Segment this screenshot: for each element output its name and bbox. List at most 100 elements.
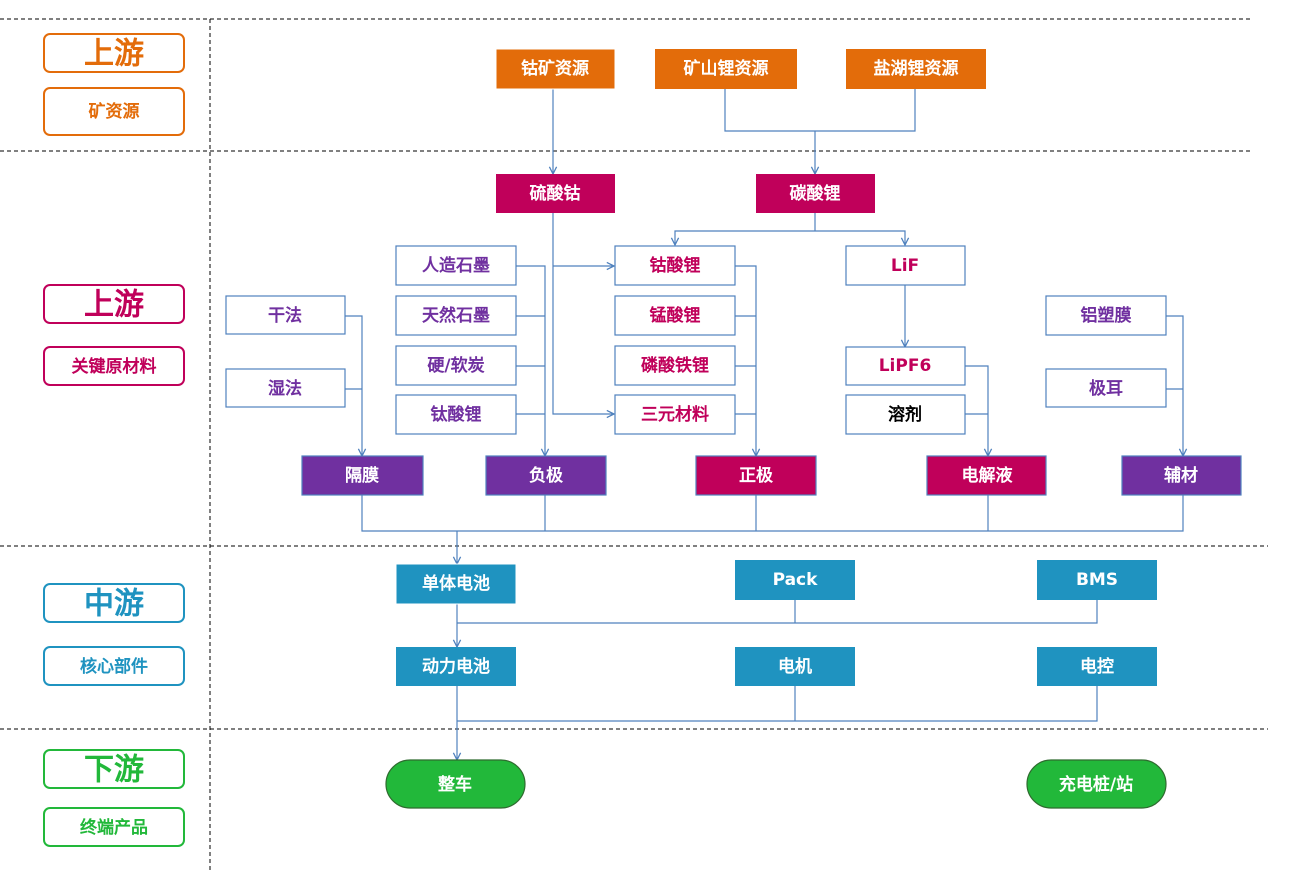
node-box [225, 368, 346, 408]
stage-subtitle-box [43, 646, 185, 686]
link-pack-bms-bus [457, 600, 1098, 624]
stage-title-box [43, 284, 185, 324]
link-lipf6-to-electrolyte [965, 365, 988, 456]
stage-subtitle-box [43, 807, 185, 847]
node-box [1037, 647, 1157, 686]
node-auxiliary: 辅材 [1121, 455, 1242, 496]
node-cobalt-sulfate: 硫酸钴 [496, 174, 615, 213]
stage-title: 上游 [84, 288, 144, 323]
mineral-nodes: 钴矿资源 矿山锂资源 盐湖锂资源 [495, 48, 986, 90]
node-lithium-carbonate: 碳酸锂 [756, 174, 875, 213]
node-box [926, 455, 1047, 496]
node-label: 负极 [529, 465, 563, 486]
node-box [1037, 560, 1157, 600]
node-label: 磷酸铁锂 [641, 355, 709, 376]
material-nodes: 硫酸钴 碳酸锂 干法 湿法 人造石墨 天然石墨 硬/软炭 [225, 174, 1242, 496]
node-lithium-titanate: 钛酸锂 [395, 394, 517, 435]
node-label: 电控 [1080, 656, 1114, 677]
link-drive-bus [457, 685, 1098, 722]
node-electronic-control: 电控 [1037, 647, 1157, 686]
node-label: 碳酸锂 [790, 183, 841, 204]
link-process-to-separator [345, 315, 362, 456]
link-sulfate-to-ternary [552, 213, 614, 414]
stage-downstream: 下游 终端产品 [43, 749, 185, 847]
node-anode: 负极 [485, 455, 607, 496]
node-box [735, 647, 855, 686]
node-label: 整车 [438, 774, 472, 795]
node-box [485, 455, 607, 496]
stage-title: 上游 [84, 37, 144, 72]
stage-title: 中游 [84, 587, 144, 622]
node-box [655, 49, 797, 89]
node-mountain-lithium: 矿山锂资源 [655, 49, 797, 89]
node-box [395, 245, 517, 286]
node-power-battery: 动力电池 [396, 647, 516, 686]
midstream-nodes: 单体电池 Pack BMS 动力电池 电机 电控 [395, 560, 1157, 686]
node-box [496, 174, 615, 213]
node-pack: Pack [735, 560, 855, 600]
node-label: 极耳 [1089, 379, 1123, 399]
link-components-bus [361, 495, 1184, 532]
node-separator: 隔膜 [301, 455, 424, 496]
node-box [1121, 455, 1242, 496]
node-box [756, 174, 875, 213]
node-label: 硬/软炭 [427, 355, 484, 376]
node-salt-lake-lithium: 盐湖锂资源 [846, 49, 986, 89]
node-label: 三元材料 [641, 404, 709, 425]
node-wet-process: 湿法 [225, 368, 346, 408]
node-box [495, 48, 616, 90]
stage-title: 下游 [84, 753, 144, 788]
node-box [1045, 368, 1167, 408]
node-label: 硫酸钴 [530, 183, 581, 204]
node-label: 隔膜 [345, 465, 379, 486]
node-label: 辅材 [1164, 465, 1198, 486]
stage-labels: 上游 矿资源 上游 关键原材料 中游 核心部件 下游 终端产品 [43, 33, 185, 847]
downstream-nodes: 整车 充电桩/站 [385, 759, 1167, 809]
node-label: 电解液 [962, 465, 1013, 486]
node-box [1045, 295, 1167, 336]
node-label: 正极 [739, 466, 773, 486]
node-motor: 电机 [735, 647, 855, 686]
node-label: 钴矿资源 [521, 58, 589, 79]
separators [0, 18, 1268, 871]
node-label: 钛酸锂 [431, 404, 482, 425]
node-solvent: 溶剂 [845, 394, 966, 435]
node-hard-soft-carbon: 硬/软炭 [395, 345, 517, 386]
node-label: BMS [1076, 570, 1118, 590]
node-label: 盐湖锂资源 [874, 58, 959, 79]
node-box [614, 345, 736, 386]
node-single-cell: 单体电池 [395, 563, 517, 605]
node-label: 矿山锂资源 [684, 58, 769, 79]
connectors [345, 89, 1183, 760]
stage-upstream-mineral: 上游 矿资源 [43, 33, 185, 136]
node-box [846, 49, 986, 89]
link-carbonate-split [675, 230, 905, 245]
node-charging-pile: 充电桩/站 [1026, 759, 1167, 809]
node-box [735, 560, 855, 600]
node-label: 湿法 [268, 378, 302, 399]
node-label: 锰酸锂 [650, 305, 701, 326]
node-electrolyte: 电解液 [926, 455, 1047, 496]
node-box [395, 345, 517, 386]
node-cobalt-ore: 钴矿资源 [495, 48, 616, 90]
node-box [225, 295, 346, 335]
stage-subtitle-box [43, 87, 185, 136]
node-bms: BMS [1037, 560, 1157, 600]
node-label: 动力电池 [422, 656, 490, 677]
node-label: 干法 [268, 305, 302, 326]
node-natural-graphite: 天然石墨 [395, 295, 517, 336]
node-label: 人造石墨 [422, 256, 490, 276]
node-label: Pack [773, 570, 819, 590]
node-box [396, 647, 516, 686]
node-box [395, 563, 517, 605]
node-box [845, 245, 966, 286]
node-box [395, 394, 517, 435]
node-lipf6: LiPF6 [845, 346, 966, 386]
node-aluminum-plastic-film: 铝塑膜 [1045, 295, 1167, 336]
node-box [614, 295, 736, 336]
node-ternary-material: 三元材料 [614, 394, 736, 435]
node-lithium-cobalt-oxide: 钴酸锂 [614, 245, 736, 286]
node-lithium-iron-phosphate: 磷酸铁锂 [614, 345, 736, 386]
node-label: 充电桩/站 [1059, 774, 1133, 795]
